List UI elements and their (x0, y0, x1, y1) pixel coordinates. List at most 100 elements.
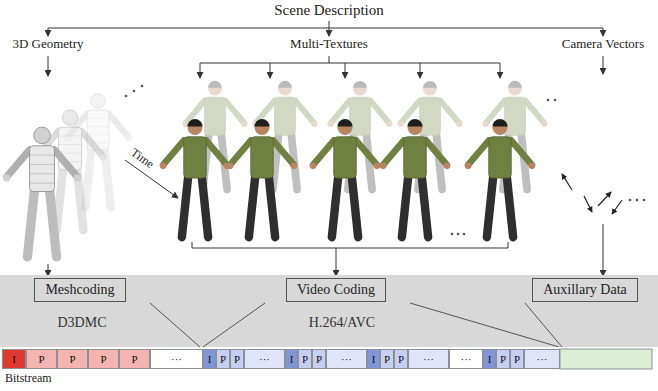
figure-hand (310, 163, 317, 170)
bracket (192, 242, 508, 248)
bracket-line (525, 303, 562, 347)
figure-head (353, 82, 367, 96)
bitstream-cell: P (394, 349, 408, 369)
figure-arm (225, 101, 244, 123)
branch-label: Camera Vectors (562, 37, 644, 52)
figure-leg (202, 174, 209, 237)
process-box: Meshcoding (34, 278, 125, 302)
textured-figure (328, 81, 393, 190)
figure-torso (505, 97, 526, 135)
figure-arm (426, 141, 447, 165)
mesh-figure (3, 127, 81, 257)
bitstream-cell: P (230, 349, 244, 369)
tree-line (329, 56, 330, 63)
tree-line (329, 21, 330, 28)
figure-hand (456, 121, 462, 127)
figure-hand (380, 163, 387, 170)
figure-head (254, 120, 269, 135)
tree-arrow (48, 56, 49, 76)
bitstream-cell: ··· (244, 349, 285, 369)
figure-head (91, 94, 106, 109)
figure-hair (492, 119, 507, 127)
figure-leg (249, 174, 256, 237)
tree-arrow (329, 28, 330, 36)
bitstream-cell: P (216, 349, 230, 369)
figure-hair (254, 119, 269, 127)
textured-figure (310, 119, 380, 237)
figure-leg (352, 174, 359, 237)
bitstream-cell: P (26, 349, 57, 369)
figure-arm (54, 150, 77, 177)
dot (643, 199, 646, 202)
dot (457, 233, 460, 236)
figure-arm (273, 141, 294, 165)
dot (547, 99, 550, 102)
dot (629, 199, 632, 202)
figure-hand (444, 163, 451, 170)
tree-arrow (336, 248, 337, 276)
figure-torso (420, 97, 441, 135)
figure-head (407, 120, 422, 135)
figure-hand (541, 121, 547, 127)
figure-torso (205, 97, 226, 135)
figure-hand (374, 163, 381, 170)
bitstream-cell: P (312, 349, 326, 369)
mesh-line (30, 155, 55, 156)
figure-head (208, 82, 222, 96)
bitstream-cell: ··· (326, 349, 367, 369)
tree-arrow (345, 63, 346, 78)
bitstream-cell: P (298, 349, 312, 369)
coding-band: D3DMCH.264/AVCMeshcodingVideo CodingAuxi… (0, 275, 658, 347)
dot (125, 95, 128, 98)
figure-hand (160, 163, 167, 170)
bitstream-cell: I (483, 349, 496, 369)
textured-figure (183, 81, 248, 190)
figure-torso (184, 137, 207, 178)
figure-leg (85, 146, 91, 207)
figure-arm (7, 150, 30, 177)
tree-arrow (200, 63, 201, 78)
figure-hand (227, 163, 234, 170)
figure-arm (82, 131, 103, 156)
bracket-line (410, 303, 559, 347)
figure-hand (398, 121, 404, 127)
figure-arm (511, 141, 532, 165)
figure-head (62, 110, 77, 125)
figure-hair (208, 81, 222, 88)
mesh-line (30, 183, 55, 184)
bitstream-cell: P (57, 349, 88, 369)
bitstream-cell: P (496, 349, 510, 369)
codec-name: D3DMC (57, 315, 106, 331)
figure-arm (230, 141, 251, 165)
figure-arm (356, 141, 377, 165)
textured-figure (227, 119, 297, 237)
figure-leg (507, 174, 514, 237)
figure-hand (291, 163, 298, 170)
dot (636, 199, 639, 202)
tree-arrow (270, 63, 271, 78)
figure-arm (313, 141, 334, 165)
mesh-line (30, 173, 55, 174)
box-label: Auxillary Data (543, 282, 627, 298)
tree-arrow (603, 224, 604, 276)
bitstream-cell: P (88, 349, 119, 369)
dot (463, 233, 466, 236)
figure-arm (525, 101, 544, 123)
tree-line (48, 28, 603, 29)
figure-leg (49, 187, 56, 257)
camera-vector (562, 174, 572, 190)
figure-torso (489, 137, 512, 178)
figure-hair (187, 119, 202, 127)
figure-arm (206, 141, 227, 165)
camera-vector (598, 192, 611, 206)
bitstream-label: Bitstream (5, 372, 52, 386)
tree-line (200, 63, 500, 64)
figure-leg (402, 174, 409, 237)
tree-arrow (603, 56, 604, 74)
figure-head (492, 120, 507, 135)
figure-hand (74, 174, 81, 181)
figure-arm (468, 141, 489, 165)
figure-head (278, 82, 292, 96)
branch-label: Multi-Textures (290, 37, 368, 52)
